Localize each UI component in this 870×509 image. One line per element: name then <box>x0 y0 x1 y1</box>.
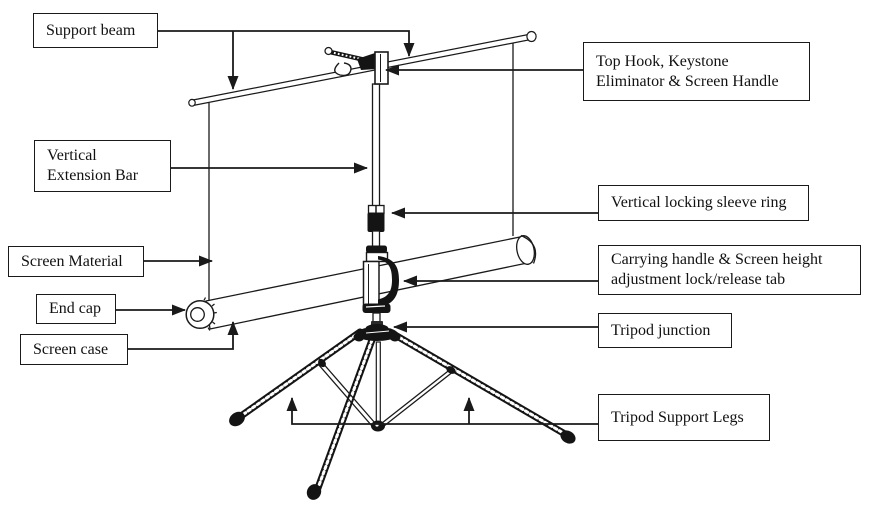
label-text: Screen Material <box>21 252 123 270</box>
top-hook-assembly <box>324 46 389 85</box>
label-text: Eliminator & Screen Handle <box>596 72 779 90</box>
screen-case <box>185 234 537 331</box>
vertical-extension-bar <box>362 83 399 329</box>
label-text: Screen case <box>33 340 109 358</box>
label-text: Top Hook, Keystone <box>596 52 729 70</box>
label-screen-case: Screen case <box>20 334 128 365</box>
label-text: Vertical <box>47 147 97 164</box>
label-support-beam: Support beam <box>33 13 158 48</box>
vertical-locking-sleeve-ring <box>367 204 385 232</box>
label-vertical-extension-bar: Vertical Extension Bar <box>34 140 171 192</box>
label-text: adjustment lock/release tab <box>611 271 786 288</box>
label-text: Tripod Support Legs <box>611 408 744 426</box>
end-cap <box>185 297 217 331</box>
label-text: Carrying handle & Screen height <box>611 251 823 268</box>
label-text: Support beam <box>46 21 136 39</box>
label-text: End cap <box>49 300 101 317</box>
label-connectors <box>116 30 598 425</box>
label-vertical-locking-sleeve-ring: Vertical locking sleeve ring <box>598 185 809 221</box>
tripod-support-legs <box>229 321 576 500</box>
label-carrying-handle: Carrying handle & Screen height adjustme… <box>598 245 861 295</box>
label-tripod-junction: Tripod junction <box>598 313 732 348</box>
label-text: Extension Bar <box>47 167 139 184</box>
screen-material <box>208 43 514 301</box>
carrying-handle <box>362 245 399 313</box>
label-screen-material: Screen Material <box>8 246 144 277</box>
label-top-hook: Top Hook, Keystone Eliminator & Screen H… <box>583 42 810 101</box>
label-text: Vertical locking sleeve ring <box>611 194 787 211</box>
label-tripod-support-legs: Tripod Support Legs <box>598 394 770 441</box>
tripod-junction <box>353 321 401 342</box>
label-text: Tripod junction <box>611 321 711 339</box>
label-end-cap: End cap <box>36 294 116 324</box>
